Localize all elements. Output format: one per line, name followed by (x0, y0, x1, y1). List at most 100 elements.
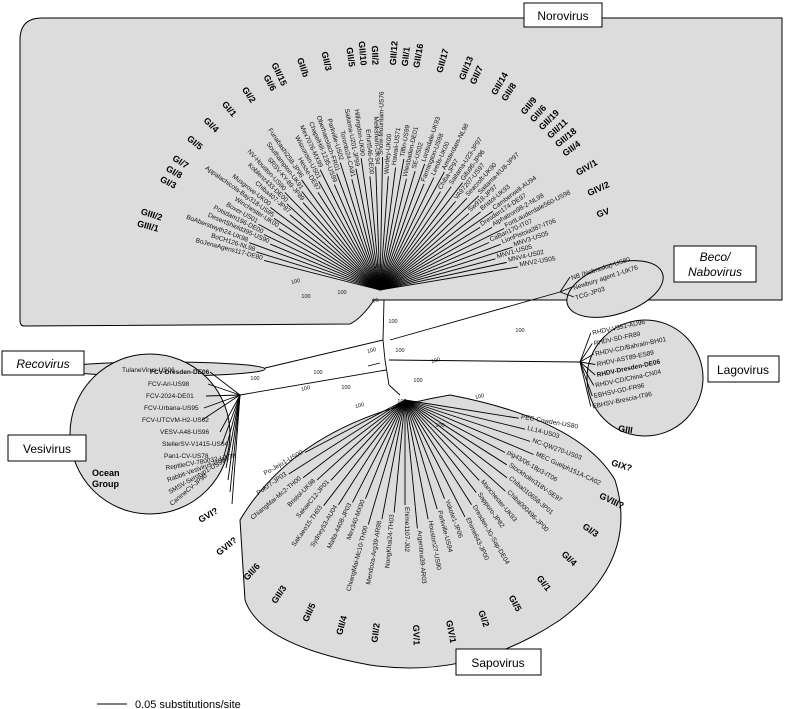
norovirus-branch (360, 158, 381, 291)
vesivirus-label: Vesivirus (23, 442, 71, 456)
beco-branch (389, 291, 561, 341)
bootstrap-value: 100 (337, 290, 346, 296)
vesivirus-leaf-label: Pan1-CV-US78 (164, 453, 209, 460)
norovirus-branch (256, 251, 381, 291)
vesivirus-leaf-branch (223, 394, 241, 457)
norovirus-branch (379, 183, 425, 291)
sapovirus-genogroup-label: GII/2 (369, 623, 381, 644)
bootstrap-value: 100 (313, 370, 322, 376)
norovirus-branch (336, 173, 381, 291)
sapovirus-branch (404, 399, 531, 442)
norovirus-branch (379, 228, 505, 291)
norovirus-branch (319, 169, 381, 291)
sapovirus-branch (288, 399, 406, 475)
bootstrap-value: 100 (397, 399, 406, 405)
bootstrap-value: 100 (341, 385, 350, 391)
norovirus-branch (375, 166, 381, 291)
sapovirus-genogroup-label: GVI? (197, 506, 220, 525)
vesivirus-leaf-label: FCV-Ari-US98 (148, 381, 190, 388)
norovirus-leaf-label: Wortley-UK00 (383, 133, 393, 174)
vesivirus-leaf-branch (221, 394, 241, 445)
lagovirus-branch (388, 359, 581, 363)
beco-leaf-branch (559, 276, 571, 293)
norovirus-branch (379, 226, 493, 291)
norovirus-genogroup-label: GII/12 (388, 41, 400, 66)
vesivirus-leaf-branch (203, 394, 241, 409)
bootstrap-value: 100 (367, 347, 377, 355)
vesivirus-leaf-label: FCV-2024-DE01 (146, 393, 194, 400)
beco-box: Beco/ Nabovirus (673, 245, 757, 283)
beco-leaf-branch (559, 286, 573, 293)
norovirus-branch (379, 246, 513, 291)
bootstrap-value: 100 (515, 328, 524, 334)
norovirus-branch (379, 158, 405, 291)
norovirus-genogroup-label: GII/1 (400, 46, 412, 67)
sapovirus-branch (365, 399, 406, 499)
norovirus-genogroup-label: GV (595, 206, 611, 220)
backbone-branch (384, 359, 390, 386)
ocean-group-label-1: Ocean (92, 468, 120, 478)
norovirus-branch (273, 217, 381, 291)
sapovirus-label: Sapovirus (471, 656, 524, 670)
sapovirus-branch (304, 399, 406, 453)
sapovirus-branch (352, 399, 406, 503)
norovirus-branch (278, 228, 381, 291)
norovirus-branch (270, 207, 381, 291)
lagovirus-leaf-branch (579, 353, 594, 363)
norovirus-branch (379, 171, 445, 291)
norovirus-leaf-label: Snow-Mountain-US76 (378, 91, 386, 155)
vesivirus-leaf-label: FCV-Dresden-DE06 (150, 369, 210, 376)
norovirus-branch (263, 234, 381, 291)
beco-leaf-branch (559, 291, 575, 298)
vesivirus-leaf-branch (205, 394, 241, 397)
norovirus-branch (379, 167, 397, 291)
sapovirus-branch (404, 399, 534, 455)
vesivirus-leaf-branch (231, 394, 241, 505)
vesivirus-leaf-branch (225, 394, 241, 469)
norovirus-branch (369, 176, 381, 291)
norovirus-label: Norovirus (537, 9, 588, 23)
lagovirus-leaf-branch (579, 361, 595, 386)
sapovirus-branch (381, 399, 406, 520)
backbone-branch (382, 339, 386, 361)
sapovirus-genogroup-label: GIV/1 (444, 619, 458, 644)
sapovirus-branch (404, 399, 429, 520)
norovirus-branch (302, 202, 381, 291)
sapovirus-branch (404, 399, 506, 492)
norovirus-branch (379, 170, 416, 291)
vesivirus-branch (239, 369, 387, 396)
lagovirus-region (586, 319, 704, 437)
nabovirus-label: Nabovirus (688, 265, 742, 279)
bootstrap-value: 100 (355, 402, 365, 410)
recovirus-leaf-label: TulaneVirus-US06 (122, 367, 175, 374)
sapovirus-branch (367, 399, 406, 525)
norovirus-leaf-label: Melksham-UK94 (372, 116, 381, 165)
sapovirus-branch (302, 399, 406, 479)
norovirus-box: Norovirus (523, 2, 603, 28)
sapovirus-branch (404, 399, 477, 493)
norovirus-branch (379, 195, 480, 291)
vesivirus-leaf-label: FCV-Urbana-US95 (144, 405, 199, 412)
bootstrap-value: 100 (250, 376, 259, 382)
recovirus-branch (264, 339, 384, 369)
bootstrap-value: 100 (301, 294, 310, 300)
norovirus-branch (379, 191, 441, 291)
norovirus-branch (339, 162, 381, 291)
sapovirus-branch (404, 399, 466, 518)
beco-label: Beco/ (700, 250, 732, 264)
norovirus-branch (379, 197, 468, 291)
backbone-branch (388, 384, 401, 396)
bootstrap-value: 100 (301, 385, 311, 393)
lagovirus-leaf-branch (579, 343, 593, 363)
bootstrap-value: 100 (431, 357, 441, 365)
norovirus-branch (333, 184, 381, 291)
lagovirus-leaf-branch (579, 361, 596, 365)
vesivirus-leaf-branch (201, 394, 241, 421)
vesivirus-leaf-branch (219, 394, 241, 433)
lagovirus-leaf-branch (579, 361, 596, 376)
norovirus-branch (379, 163, 426, 291)
norovirus-branch (379, 226, 481, 291)
lagovirus-leaf-branch (579, 361, 593, 397)
norovirus-branch (379, 186, 452, 291)
sapovirus-leaf-label: NongKhai24-TH03 (384, 514, 396, 569)
